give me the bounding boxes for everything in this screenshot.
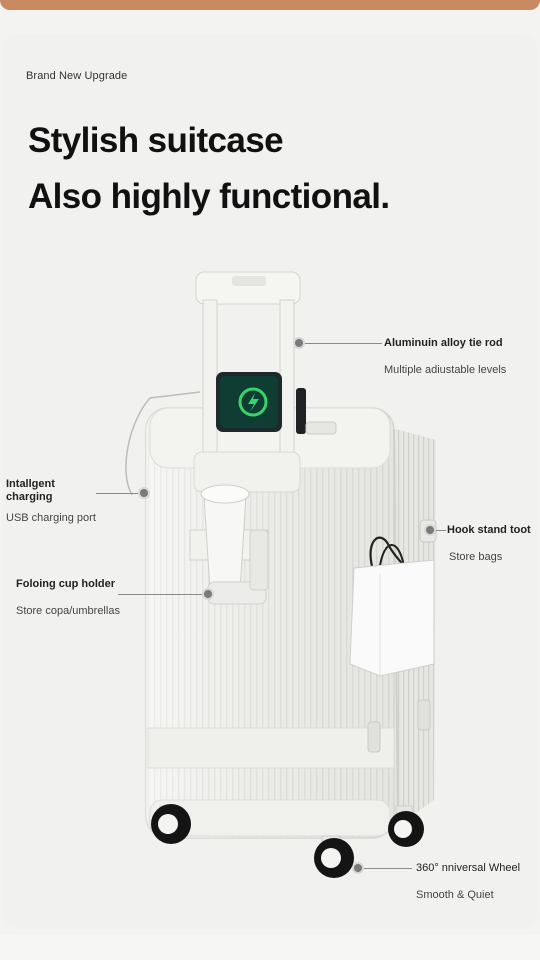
- wheel-back-right: [388, 805, 424, 847]
- eyebrow-text: Brand New Upgrade: [26, 70, 128, 82]
- leader-rod: [300, 343, 382, 344]
- callout-charging-title-2: charging: [6, 491, 53, 503]
- callout-wheel: 360° nniversal Wheel Smooth & Quiet: [416, 862, 520, 901]
- callout-hook-sub: Store bags: [449, 551, 503, 563]
- callout-charging: Intallgent charging USB charging port: [6, 478, 96, 524]
- charging-ring: [238, 387, 268, 417]
- dot-charging: [138, 487, 150, 499]
- headline-line-2: Also highly functional.: [28, 177, 390, 216]
- callout-rod-title: Aluminuin alloy tie rod: [384, 337, 503, 349]
- leader-hook: [432, 530, 446, 531]
- headline-line-1: Stylish suitcase: [28, 121, 284, 160]
- dot-hook: [424, 524, 436, 536]
- usb-cable: [125, 391, 201, 496]
- shopping-bag: [349, 559, 435, 677]
- callout-wheel-sub: Smooth & Quiet: [416, 889, 494, 901]
- leader-cup: [118, 594, 204, 595]
- leader-wheel: [358, 868, 412, 869]
- wheel-front-right: [314, 835, 354, 878]
- callout-hook-title: Hook stand toot: [447, 524, 531, 536]
- dot-wheel: [352, 862, 364, 874]
- bottom-band: [0, 935, 540, 960]
- dot-rod: [293, 337, 305, 349]
- callout-rod-sub: Multiple adiustable levels: [384, 364, 507, 376]
- top-accent-band: [0, 0, 540, 10]
- leader-charging: [96, 493, 140, 494]
- charging-bolt-icon: [248, 393, 259, 412]
- callout-charging-title-1: Intallgent: [6, 478, 55, 490]
- dot-cup: [202, 588, 214, 600]
- callout-cup-title: Foloing cup holder: [16, 578, 115, 590]
- callout-cup: Foloing cup holder Store copa/umbrellas: [16, 578, 120, 617]
- callout-rod: Aluminuin alloy tie rod Multiple adiusta…: [384, 337, 506, 376]
- wheel-front-left: [151, 804, 191, 844]
- coffee-cup: [203, 495, 247, 591]
- callout-charging-sub: USB charging port: [6, 512, 96, 524]
- callout-wheel-title: 360° nniversal Wheel: [416, 862, 521, 874]
- trolley-handle: [195, 271, 301, 305]
- callout-hook: Hook stand toot Store bags: [447, 524, 531, 563]
- callout-cup-sub: Store copa/umbrellas: [16, 605, 120, 617]
